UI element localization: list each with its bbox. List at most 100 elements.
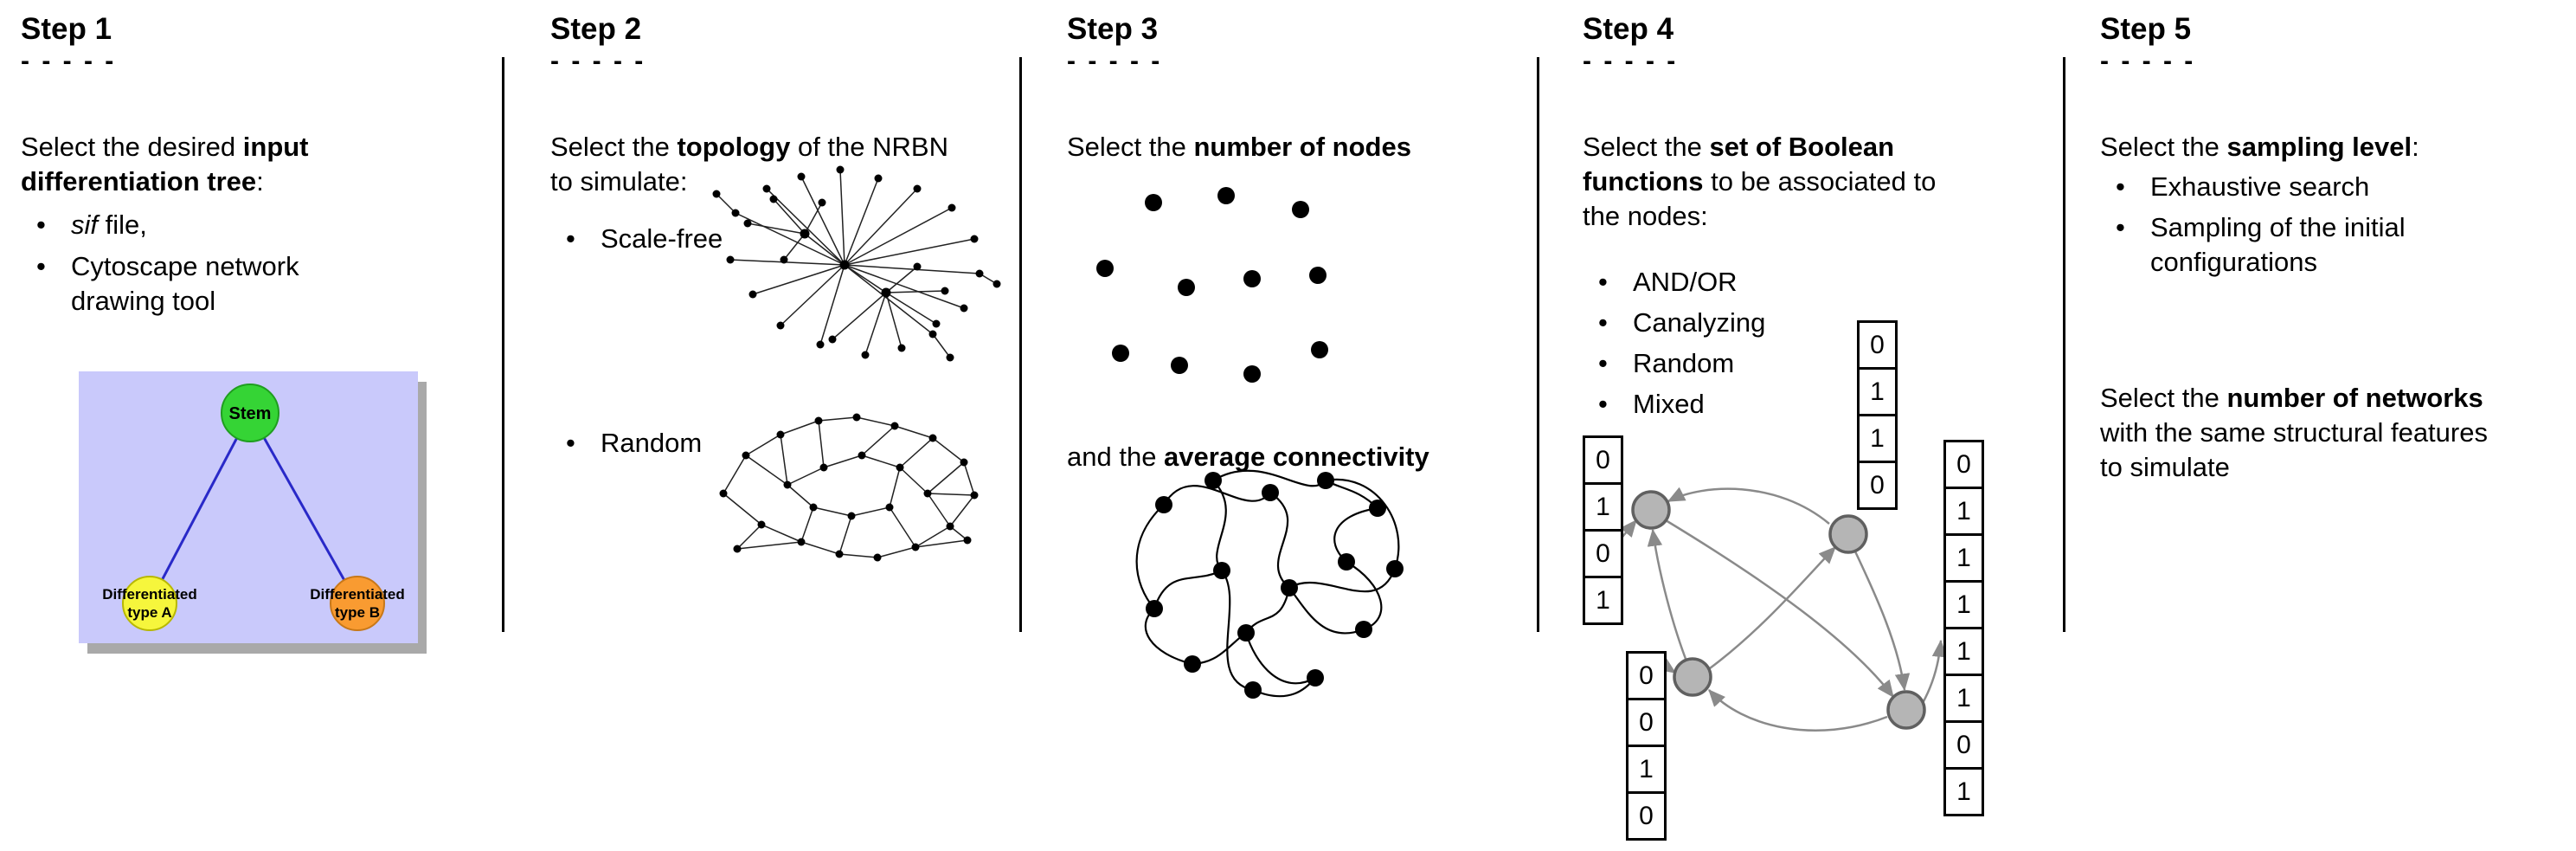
boolean-network-nodes — [1631, 490, 1926, 730]
column-divider — [1537, 57, 1539, 632]
type-a-node — [122, 576, 177, 631]
truth-table-cell: 0 — [1583, 529, 1623, 578]
network-node — [1886, 690, 1926, 730]
curved-edges — [1135, 469, 1400, 698]
bullet-item-mixed: • Mixed — [1583, 387, 1842, 422]
text-segment: Sampling of the initial configurations — [2150, 212, 2406, 277]
truth-table-cell: 1 — [1943, 487, 1984, 536]
stem-node — [221, 384, 279, 442]
truth-table-cell: 1 — [1943, 580, 1984, 629]
connectivity-network-image — [1135, 469, 1404, 699]
text-segment: : — [256, 166, 264, 197]
truth-table-cell: 1 — [1583, 482, 1623, 532]
bullet-icon: • — [1598, 348, 1608, 378]
truth-table-cell: 0 — [1583, 435, 1623, 485]
network-nodes — [719, 413, 979, 562]
bullet-item-and-or: •AND/OR — [1583, 265, 1842, 300]
step-3-column: Step 3 - - - - - Select the number of no… — [1067, 0, 1539, 851]
dash-separator: - - - - - — [550, 47, 646, 75]
column-divider — [502, 57, 504, 632]
network-nodes — [712, 165, 1001, 362]
step-1-intro: Select the desired input differentiation… — [21, 130, 406, 199]
truth-table-cell: 0 — [1626, 651, 1667, 700]
step-2-intro: Select the topology of the NRBN to simul… — [550, 130, 957, 199]
text-segment-bold: sampling level — [2226, 132, 2412, 162]
text-segment: Cytoscape network drawing tool — [71, 251, 299, 316]
text-segment: Select the — [2100, 132, 2227, 162]
type-b-node-label: Differentiated — [310, 586, 405, 603]
text-segment: AND/OR — [1633, 267, 1738, 297]
step-2-column: Step 2 - - - - - Select the topology of … — [550, 0, 1018, 851]
regulation-arrows — [1620, 487, 1948, 732]
network-edges — [723, 416, 975, 558]
text-segment: Select the — [2100, 383, 2227, 413]
step-5-networks-text: Select the number of networks with the s… — [2100, 381, 2494, 485]
truth-table-cell: 0 — [1626, 698, 1667, 747]
text-segment: Select the — [550, 132, 678, 162]
text-segment: with the same structural features to sim… — [2100, 417, 2488, 482]
bullet-icon: • — [1598, 389, 1608, 419]
differentiation-tree-image: Stem Differentiated type A Differentiate… — [79, 371, 427, 654]
tree-edges — [148, 412, 359, 604]
truth-table-cell: 1 — [1857, 367, 1898, 416]
step-3-nodes-text: Select the number of nodes — [1067, 130, 1539, 164]
truth-table-cell: 1 — [1626, 745, 1667, 794]
text-segment: Canalyzing — [1633, 307, 1766, 338]
step-5-title: Step 5 — [2100, 12, 2192, 46]
bullet-icon: • — [566, 428, 575, 458]
truth-table-cell: 0 — [1943, 440, 1984, 489]
truth-table-cell: 1 — [1583, 576, 1623, 625]
bullet-item-sampling-initial: • Sampling of the initial configurations — [2100, 210, 2489, 280]
bullet-item-cytoscape: • Cytoscape network drawing tool — [21, 249, 319, 319]
text-segment: Select the — [1067, 132, 1194, 162]
bullet-icon: • — [1598, 307, 1608, 338]
bullet-item-sif-file: •sif file, — [21, 208, 393, 242]
step-4-intro: Select the set of Boolean functions to b… — [1583, 130, 1981, 234]
network-node — [1828, 514, 1868, 554]
bullet-icon: • — [2116, 212, 2125, 242]
step-5-column: Step 5 - - - - - Select the sampling lev… — [2100, 0, 2572, 851]
bullet-icon: • — [36, 210, 46, 240]
scatter-dots — [1096, 187, 1328, 383]
text-segment-bold: set of Boolean functions — [1583, 132, 1895, 197]
text-segment: of the NRBN to simulate: — [550, 132, 948, 197]
bullet-item-random: • Random — [550, 426, 810, 461]
network-node — [1673, 657, 1712, 697]
text-segment: Exhaustive search — [2150, 171, 2370, 202]
boolean-network-image — [1620, 487, 1948, 732]
text-segment: Random — [601, 428, 703, 458]
random-network-image — [719, 413, 979, 562]
dash-separator: - - - - - — [1583, 47, 1679, 75]
text-segment-italic: sif — [71, 210, 98, 240]
truth-table-cell: 0 — [1857, 320, 1898, 370]
scale-free-network-image — [712, 165, 1001, 362]
type-a-node-label: type A — [127, 604, 171, 621]
nodes-scatter-image — [1096, 187, 1328, 383]
dash-separator: - - - - - — [21, 47, 117, 75]
step-4-column: Step 4 - - - - - Select the set of Boole… — [1583, 0, 2067, 851]
column-divider — [2063, 57, 2065, 632]
truth-table-cell: 0 — [1943, 720, 1984, 770]
truth-table-cell: 1 — [1943, 627, 1984, 676]
type-b-node — [330, 576, 385, 631]
bullet-icon: • — [36, 251, 46, 281]
step-2-title: Step 2 — [550, 12, 642, 46]
text-segment: Mixed — [1633, 389, 1705, 419]
truth-table-bottom: 0 0 1 0 — [1626, 651, 1667, 841]
type-a-node-label: Differentiated — [102, 586, 197, 603]
step-1-title: Step 1 — [21, 12, 112, 46]
stem-node-label: Stem — [229, 404, 272, 423]
dash-separator: - - - - - — [2100, 47, 2196, 75]
step-3-connectivity-text: and the average connectivity — [1067, 440, 1539, 474]
text-segment-bold: input differentiation tree — [21, 132, 309, 197]
truth-table-cell: 1 — [1943, 533, 1984, 583]
text-segment: Random — [1633, 348, 1735, 378]
dash-separator: - - - - - — [1067, 47, 1163, 75]
bullet-item-canalyzing: • Canalyzing — [1583, 306, 1842, 340]
truth-table-cell: 1 — [1857, 414, 1898, 463]
truth-table-cell: 1 — [1943, 674, 1984, 723]
text-segment: and the — [1067, 442, 1165, 472]
text-segment: : — [2412, 132, 2419, 162]
type-b-node-label: type B — [335, 604, 380, 621]
